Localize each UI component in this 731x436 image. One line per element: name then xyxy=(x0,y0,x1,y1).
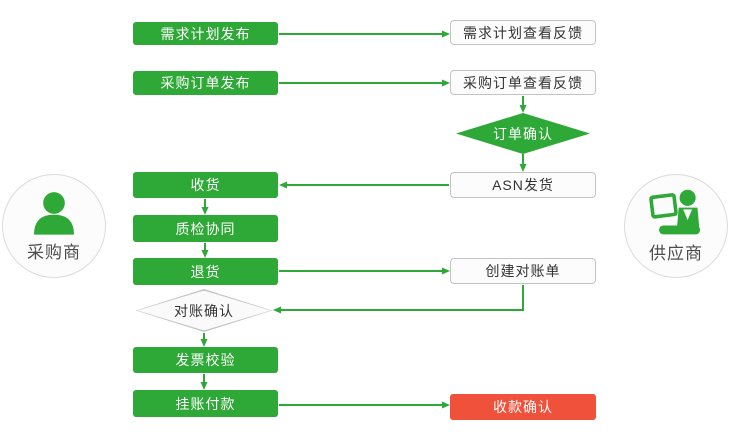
node-booked-payment: 挂账付款 xyxy=(133,390,278,417)
actor-buyer: 采购商 xyxy=(2,174,106,278)
node-receiving: 收货 xyxy=(133,172,278,198)
node-order-confirm-decision: 订单确认 xyxy=(456,113,590,154)
actor-buyer-label: 采购商 xyxy=(27,243,81,262)
node-demand-plan-feedback: 需求计划查看反馈 xyxy=(450,20,596,45)
node-po-release: 采购订单发布 xyxy=(133,71,278,95)
node-create-statement: 创建对账单 xyxy=(450,258,596,284)
order-confirm-label: 订单确认 xyxy=(493,125,553,142)
node-asn-shipping: ASN发货 xyxy=(450,172,596,198)
buyer-person-icon xyxy=(29,189,79,237)
node-receipt-confirm: 收款确认 xyxy=(450,394,596,420)
edge-statement-to-confirm xyxy=(273,285,524,314)
node-po-feedback: 采购订单查看反馈 xyxy=(450,70,596,95)
statement-confirm-label: 对账确认 xyxy=(174,302,234,319)
supplier-laptop-icon xyxy=(647,188,705,238)
actor-supplier-label: 供应商 xyxy=(649,244,703,263)
node-quality-collab: 质检协同 xyxy=(133,215,278,242)
node-invoice-verification: 发票校验 xyxy=(133,347,278,373)
node-return-goods: 退货 xyxy=(133,258,278,285)
actor-supplier: 供应商 xyxy=(624,174,728,278)
node-statement-confirm-decision: 对账确认 xyxy=(136,289,272,332)
node-demand-plan-release: 需求计划发布 xyxy=(133,22,278,45)
